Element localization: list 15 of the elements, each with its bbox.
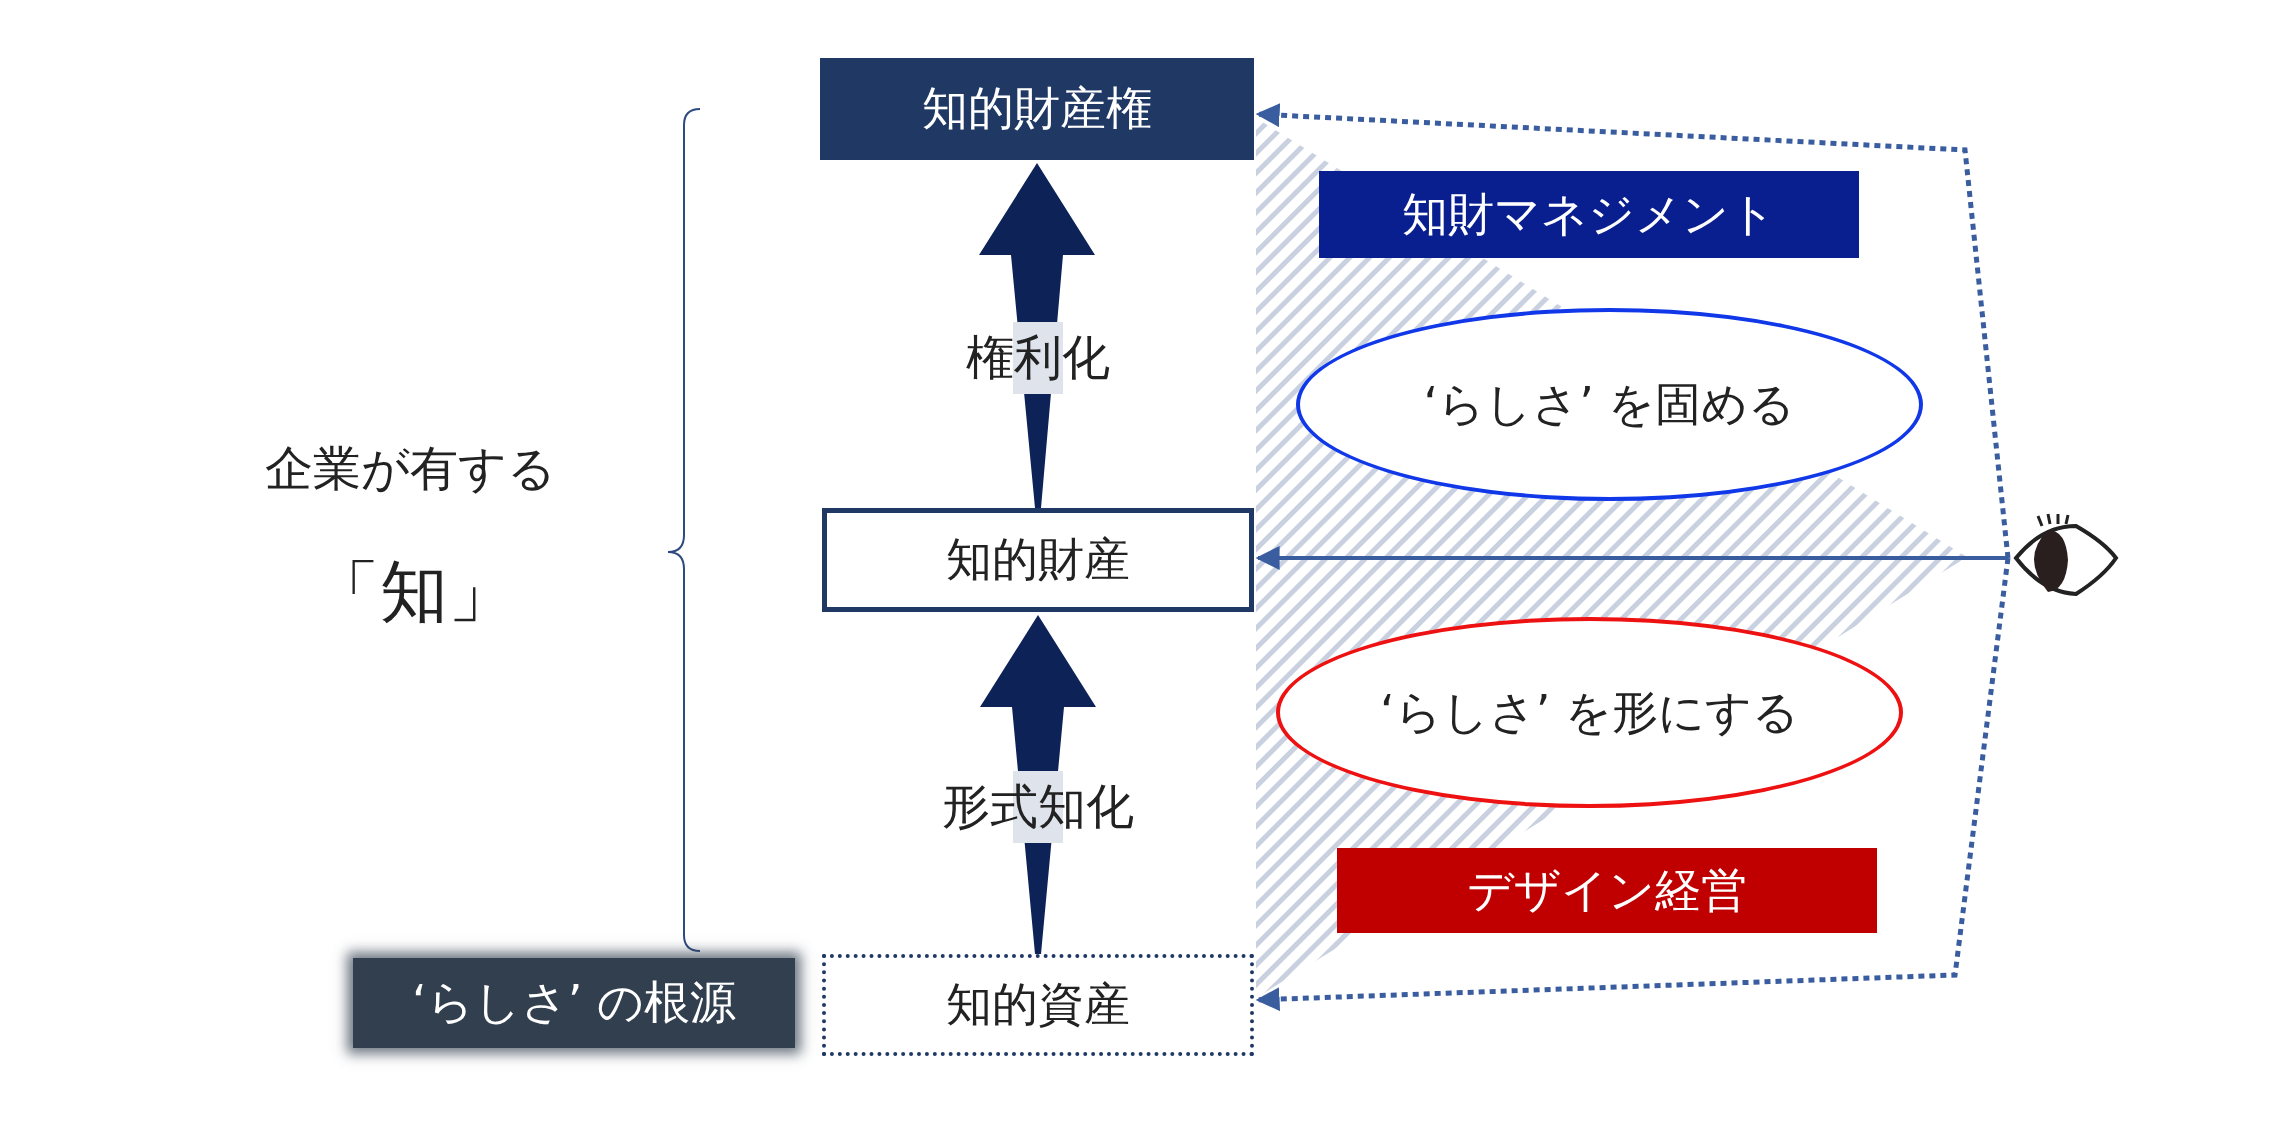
edge-label: 権利化 — [965, 321, 1110, 394]
process-box: 知的財産 — [822, 508, 1254, 612]
block-arrow — [980, 615, 1096, 954]
label: 企業が有する — [264, 439, 556, 498]
label-box: デザイン経営 — [1337, 848, 1877, 933]
arrow — [1255, 557, 2011, 1012]
process-box: 知的資産 — [822, 954, 1254, 1056]
label-box: 知財マネジメント — [1319, 171, 1859, 258]
block-arrow — [979, 163, 1095, 508]
label-box: ‘らしさ’ の根源 — [353, 958, 795, 1048]
arrow — [1255, 103, 2011, 559]
label: 「知」 — [312, 550, 516, 633]
edge-label: 形式知化 — [942, 770, 1134, 843]
arrow — [1255, 546, 2008, 570]
process-box: 知的財産権 — [820, 58, 1254, 160]
